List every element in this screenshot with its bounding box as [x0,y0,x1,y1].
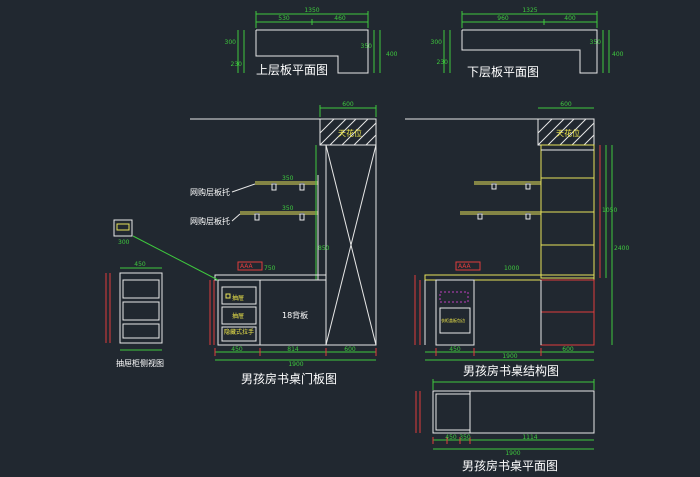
drawer-side-view: 300 450 抽屉柜侧视图 [105,219,219,368]
height-dim-1050: 1050 [602,207,617,214]
desk-top-dim: 750 [264,265,276,272]
upper-dim-a: 530 [278,15,290,22]
plan-dim-c: 350 [459,434,471,441]
drawer-side-width: 450 [134,261,146,268]
upper-dim-b: 460 [334,15,346,22]
door-dim-b: 600 [344,346,356,353]
structure-inner-label: 衣柜盖板包边 [441,317,465,323]
aaa-label-right: AAA [458,263,472,270]
back-panel-label: 18背板 [282,310,308,320]
struct-dim-drawer: 450 [449,346,461,353]
wardrobe-width-dim: 600 [342,101,354,108]
door-dim-drawer: 450 [231,346,243,353]
struct-wardrobe-dim: 600 [560,101,572,108]
drawer-label-2: 抽屉 [232,312,244,320]
plan-dim-a: 1114 [522,434,537,441]
struct-dim-b: 600 [562,346,574,353]
structure-view-title: 男孩房书桌结构图 [463,363,559,378]
lower-dim-l1: 300 [431,39,443,46]
drawer-side-title: 抽屉柜侧视图 [116,358,164,368]
height-dim-850: 850 [318,245,330,252]
drawer-label-1: 抽屉 [232,294,244,302]
lower-shelf-plan: 1325 960 400 350 400 300 230 下层板平面图 [431,7,624,79]
lower-dim-a: 960 [497,15,509,22]
plan-dim-total: 1900 [505,450,520,457]
aaa-label-left: AAA [240,263,254,270]
upper-dim-l2: 230 [231,61,243,68]
desk-plan-title: 男孩房书桌平面图 [462,458,558,473]
upper-shelf-plan: 1350 530 460 350 400 300 230 上层板平面图 [225,7,398,77]
lower-dim-r1: 350 [590,39,602,46]
shelf-label-2: 网购层板托 [190,216,230,226]
lower-plan-title: 下层板平面图 [467,65,539,79]
shelf-label-1: 网购层板托 [190,187,230,197]
lower-dim-r2: 400 [612,51,624,58]
upper-dim-r1: 350 [361,43,373,50]
shelf-dim-2: 350 [282,205,294,212]
lower-dim-total: 1325 [522,7,537,14]
plan-dim-b: 450 [445,434,457,441]
upper-dim-r2: 400 [386,51,398,58]
shelf-dim-1: 350 [282,175,294,182]
drawer-label-3: 隐藏式拉手 [224,328,254,336]
height-dim-2400: 2400 [614,245,629,252]
ceiling-label-left: 天花位 [338,128,362,138]
upper-dim-l1: 300 [225,39,237,46]
door-panel-view: 天花位 600 网购层板托 网购层板托 350 350 850 AAA 750 [190,101,377,386]
upper-plan-title: 上层板平面图 [256,63,328,77]
upper-dim-total: 1350 [304,7,319,14]
door-view-title: 男孩房书桌门板图 [241,371,337,386]
struct-top-dim: 1000 [504,265,519,272]
lower-dim-b: 400 [564,15,576,22]
door-dim-total: 1900 [288,361,303,368]
lower-dim-l2: 230 [437,59,449,66]
door-dim-c: 814 [287,346,299,353]
struct-dim-total: 1900 [502,353,517,360]
desk-plan-view: 450 350 1114 1900 男孩房书桌平面图 [415,379,595,473]
small-box-dim: 300 [118,239,130,246]
ceiling-label-right: 天花位 [556,128,580,138]
structure-view: 天花位 600 2400 1050 AAA 1000 衣柜盖板包边 [405,101,629,378]
